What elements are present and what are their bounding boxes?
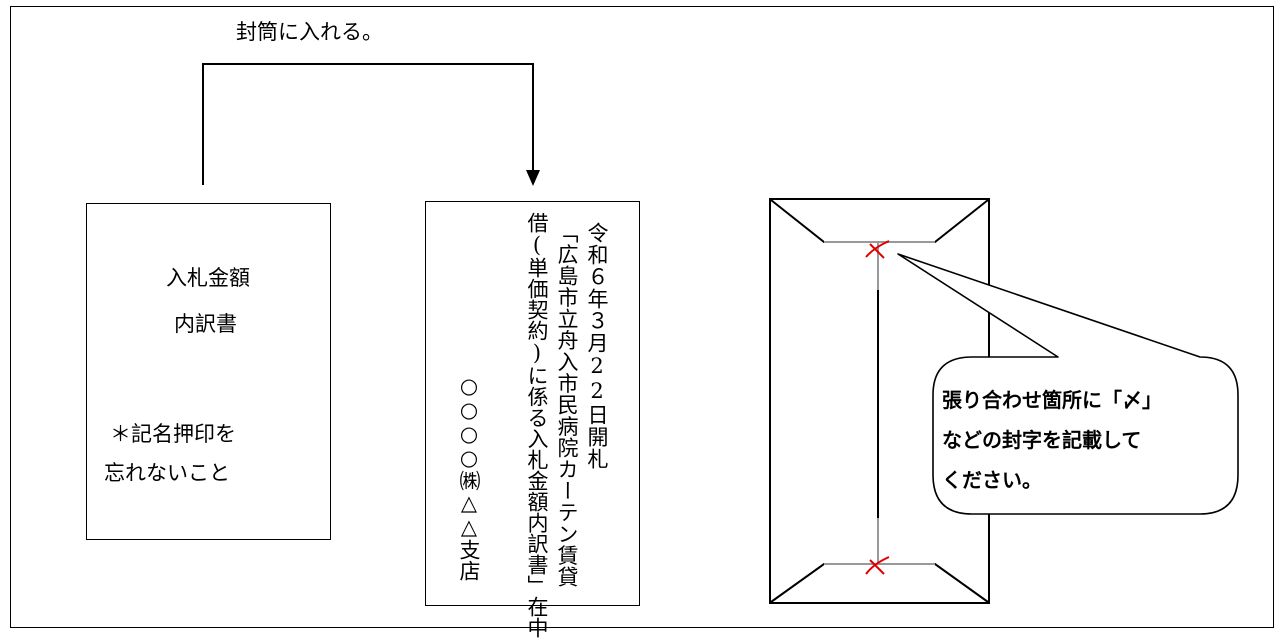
seal-mark-top — [865, 240, 890, 259]
callout-line2: などの封字を記載して — [942, 428, 1142, 452]
callout-text: 張り合わせ箇所に「〆」 などの封字を記載して ください。 — [942, 380, 1222, 500]
inner-doc-note-line2: 忘れないこと — [104, 461, 230, 485]
envelope-company-column: ○○○○㈱△△支店 — [457, 374, 481, 581]
callout-line3: ください。 — [942, 468, 1042, 492]
insert-arrow-head — [526, 170, 540, 186]
callout-line1: 張り合わせ箇所に「〆」 — [942, 388, 1162, 412]
envelope-seam — [824, 241, 935, 565]
envelope-front — [425, 201, 640, 606]
envelope-subject-column-1: 「広島市立舟入市民病院カーテン賃貸 — [555, 222, 579, 588]
insert-arrow-line — [202, 63, 534, 185]
inner-doc-title-line1: 入札金額 — [166, 266, 250, 290]
inner-document — [86, 203, 331, 540]
callout-bubble — [897, 253, 1239, 515]
inner-doc-title-line2: 内訳書 — [174, 312, 237, 336]
insert-label: 封筒に入れる。 — [236, 20, 383, 44]
seal-mark-bottom — [865, 556, 890, 575]
envelope-subject-column-2: 借(単価契約)に係る入札金額内訳書」在中 — [525, 212, 549, 638]
diagram-frame — [10, 6, 1274, 628]
inner-doc-note-line1: ＊記名押印を — [110, 422, 236, 446]
envelope-date-column: 令和６年３月22日開札 — [585, 222, 609, 470]
